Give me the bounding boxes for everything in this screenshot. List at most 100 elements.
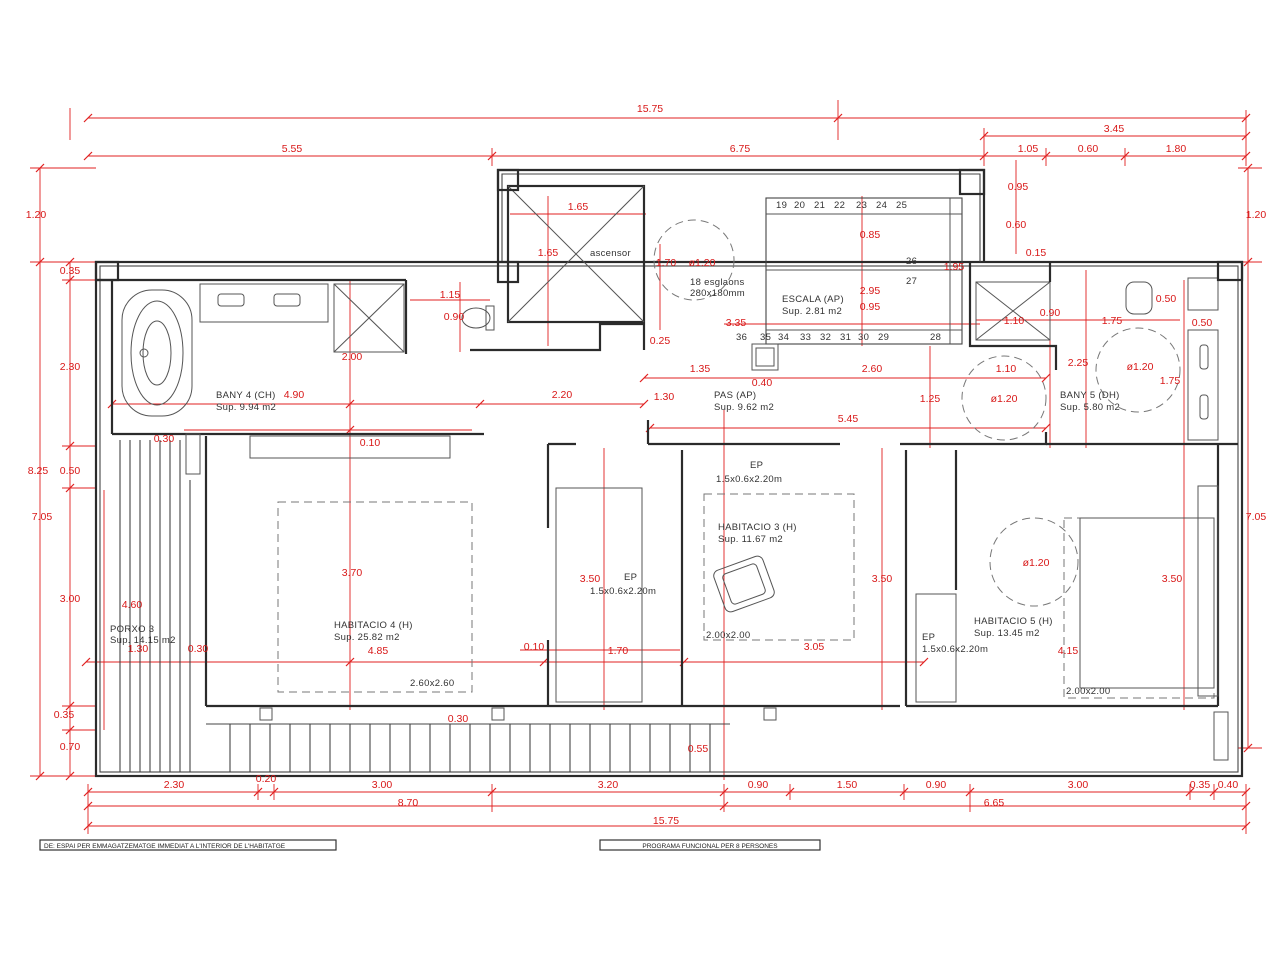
dim-int-23: 1.35 (690, 363, 711, 375)
dim-int-10: 0.95 (860, 301, 881, 313)
stair-step: 23 (856, 200, 867, 211)
dim-int-42: 4.15 (1058, 645, 1079, 657)
dim-left-inner: 7.05 (32, 511, 53, 523)
dim-int-38: 4.85 (368, 645, 389, 657)
stair-step: 35 (760, 332, 771, 343)
dim-int-30: 1.25 (920, 393, 941, 405)
dim-int-18: 1.15 (440, 289, 461, 301)
pas-name: PAS (AP) (714, 390, 756, 401)
dim-left-1: 1.20 (26, 209, 47, 221)
dim-int-15: 1.75 (1102, 315, 1123, 327)
stair-numbers: 19 20 21 22 23 24 25 26 27 28 29 30 31 3… (736, 200, 941, 343)
dim-top-right: 3.45 (1104, 123, 1125, 135)
ep1-size: 1.5x0.6x2.20m (716, 474, 782, 485)
dimension-ticks (35, 113, 1253, 831)
dim-top-left: 5.55 (282, 143, 303, 155)
dim-right-2: 7.05 (1246, 511, 1267, 523)
habitacio3-area: Sup. 11.67 m2 (718, 534, 783, 545)
dim-int-44: 0.30 (448, 713, 469, 725)
porxo-name: PORXO 3 (110, 624, 154, 635)
dim-bot-7: 0.90 (926, 779, 947, 791)
dim-int-45: 0.55 (688, 743, 709, 755)
stair-step: 29 (878, 332, 889, 343)
ep3-name: EP (922, 632, 935, 643)
dim-left-3: 2.30 (60, 361, 81, 373)
habitacio3-name: HABITACIO 3 (H) (718, 522, 797, 533)
dim-int-16: 0.50 (1156, 293, 1177, 305)
dim-int-3: 1.70 (656, 257, 677, 269)
bed4-size: 2.60x2.60 (410, 678, 454, 689)
dim-int-19: 0.90 (444, 311, 465, 323)
dim-int-1: 1.65 (568, 201, 589, 213)
dim-bot-1: 2.30 (164, 779, 185, 791)
bany5-name: BANY 5 (DH) (1060, 390, 1120, 401)
ep3-size: 1.5x0.6x2.20m (922, 644, 988, 655)
stair-step: 33 (800, 332, 811, 343)
dim-int-34: 3.70 (342, 567, 363, 579)
dim-int-37: 3.50 (1162, 573, 1183, 585)
porch-decking (119, 440, 730, 772)
stair-step: 36 (736, 332, 747, 343)
dim-int-46: 0.25 (650, 335, 671, 347)
bany4-name: BANY 4 (CH) (216, 390, 276, 401)
stair-step: 20 (794, 200, 805, 211)
dimension-text: 15.75 5.55 6.75 3.45 1.05 0.60 1.80 1.20… (26, 103, 1267, 827)
dim-int-33: 0.10 (360, 437, 381, 449)
dim-top-r3: 1.80 (1166, 143, 1187, 155)
stair-step: 25 (896, 200, 907, 211)
walls (94, 168, 1244, 778)
dim-int-11: 3.35 (726, 317, 747, 329)
stair-step: 24 (876, 200, 887, 211)
dim-left-6: 0.35 (54, 709, 75, 721)
stair-step: 21 (814, 200, 825, 211)
legend: DE: ESPAI PER EMMAGATZEMATGE IMMEDIAT A … (39, 839, 821, 851)
dim-int-12: 0.60 (1006, 219, 1027, 231)
dim-bot-11: 8.70 (398, 797, 419, 809)
dim-int-4: ø1.20 (689, 257, 716, 269)
bany4-area: Sup. 9.94 m2 (216, 402, 276, 413)
habitacio4-area: Sup. 25.82 m2 (334, 632, 400, 643)
dim-left-4: 0.50 (60, 465, 81, 477)
dim-bot-6: 1.50 (837, 779, 858, 791)
dim-int-2: 1.65 (538, 247, 559, 259)
dim-bot-12: 6.65 (984, 797, 1005, 809)
escala-name: ESCALA (AP) (782, 294, 844, 305)
bany5-area: Sup. 5.80 m2 (1060, 402, 1120, 413)
escala-area: Sup. 2.81 m2 (782, 306, 842, 317)
dim-int-35: 3.50 (580, 573, 601, 585)
dim-int-8: 1.95 (944, 261, 965, 273)
dim-int-40: 1.70 (608, 645, 629, 657)
stair-step: 19 (776, 200, 787, 211)
dim-int-20: 2.00 (342, 351, 363, 363)
bed3-size: 2.00x2.00 (706, 630, 750, 641)
dim-top-r2: 0.60 (1078, 143, 1099, 155)
stair-step: 28 (930, 332, 941, 343)
dim-int-5: 0.85 (860, 229, 881, 241)
dim-bot-5: 0.90 (748, 779, 769, 791)
dim-left-5: 3.00 (60, 593, 81, 605)
dim-top-r1: 1.05 (1018, 143, 1039, 155)
stair-note-line1: 18 esglaons (690, 277, 745, 288)
stair-step: 22 (834, 200, 845, 211)
dim-int-6: 0.95 (1008, 181, 1029, 193)
stair-step: 26 (906, 256, 917, 267)
dim-top-total: 15.75 (637, 103, 663, 115)
dimension-lines (30, 100, 1262, 834)
dim-int-43: 0.30 (188, 643, 209, 655)
stair-step: 27 (906, 276, 917, 287)
dim-int-48: ø1.20 (1127, 361, 1154, 373)
dim-bot-total: 15.75 (653, 815, 679, 827)
stair-note-line2: 280x180mm (690, 288, 745, 299)
ascensor-label: ascensor (590, 248, 631, 259)
porxo-area: Sup. 14.15 m2 (110, 635, 176, 646)
dim-top-mid: 6.75 (730, 143, 751, 155)
stair-step: 32 (820, 332, 831, 343)
dim-bot-10: 0.40 (1218, 779, 1239, 791)
dim-porch-w: 1.30 (128, 643, 149, 655)
dim-int-14: 0.90 (1040, 307, 1061, 319)
dim-int-13: 1.10 (1004, 315, 1025, 327)
dim-int-28: 0.40 (752, 377, 773, 389)
dim-porch-h: 4.60 (122, 599, 143, 611)
dim-int-21: 4.90 (284, 389, 305, 401)
dim-int-39: 0.10 (524, 641, 545, 653)
